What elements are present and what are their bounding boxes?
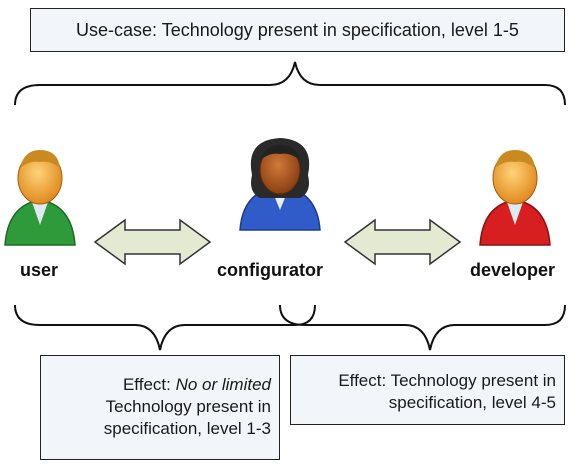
effect-left-box: Effect: No or limited Technology present…	[40, 355, 280, 460]
usecase-text: Use-case: Technology present in specific…	[76, 19, 519, 40]
effect-right-box: Effect: Technology present in specificat…	[290, 355, 565, 425]
user-label: user	[20, 260, 59, 280]
bottom-left-brace	[14, 304, 316, 351]
bottom-right-brace	[279, 304, 566, 351]
effect-left-prefix: Effect:	[122, 375, 176, 394]
user-avatar-icon	[4, 150, 76, 246]
top-brace	[14, 61, 566, 106]
effect-right-text: Effect: Technology present in specificat…	[338, 371, 556, 413]
left-double-arrow	[93, 218, 212, 266]
effect-left-emphasis: No or limited	[175, 375, 271, 394]
configurator-avatar-icon	[239, 138, 321, 231]
configurator-label: configurator	[217, 260, 323, 280]
developer-label: developer	[470, 260, 556, 280]
right-double-arrow	[343, 218, 462, 266]
developer-avatar-icon	[479, 150, 551, 246]
usecase-box: Use-case: Technology present in specific…	[30, 8, 565, 52]
effect-left-rest: Technology present in specification, lev…	[103, 397, 271, 439]
